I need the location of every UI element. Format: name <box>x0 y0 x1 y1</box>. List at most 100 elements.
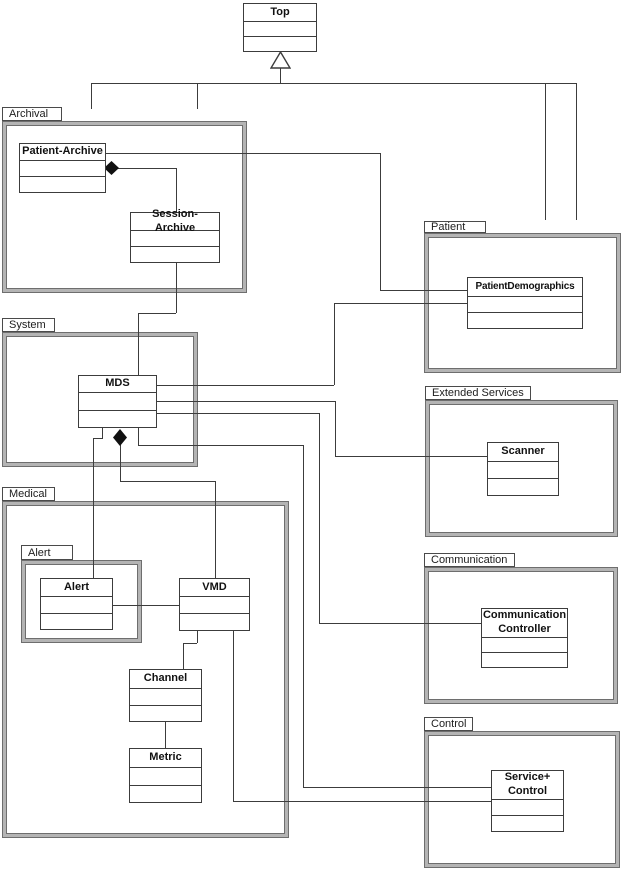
operations-compartment <box>41 614 112 630</box>
connector-vmd-channel-h <box>183 643 197 644</box>
connector-mds-control-h1 <box>138 445 303 446</box>
class-scanner[interactable]: Scanner <box>487 442 559 496</box>
class-name: Alert <box>41 579 112 597</box>
operations-compartment <box>492 816 563 831</box>
attributes-compartment <box>488 462 558 479</box>
package-tab-patient[interactable]: Patient <box>424 221 486 233</box>
attributes-compartment <box>180 597 249 614</box>
attributes-compartment <box>244 22 316 37</box>
operations-compartment <box>482 653 567 667</box>
connector-mds-control-h2 <box>303 787 491 788</box>
connector-mds-control-v2 <box>303 445 304 787</box>
package-label: Communication <box>431 554 508 566</box>
connector-parchive-pdemo-v <box>380 153 381 290</box>
connector-alert-vmd <box>113 605 179 606</box>
connector-parchive-pdemo-h2 <box>380 290 467 291</box>
package-label: Archival <box>9 108 49 120</box>
class-metric[interactable]: Metric <box>129 748 202 803</box>
package-label: Medical <box>9 488 47 500</box>
connector-mds-pdemo-h2 <box>334 303 467 304</box>
connector-mds-vmd-v2 <box>215 481 216 578</box>
class-name: Metric <box>130 749 201 768</box>
operations-compartment <box>79 411 156 428</box>
attributes-compartment <box>482 638 567 653</box>
connector-mds-alert-h <box>93 438 103 439</box>
package-label: System <box>9 319 46 331</box>
package-inner <box>428 571 614 700</box>
connector-mds-alert-v2 <box>93 438 94 578</box>
connector-top-to-archival-1 <box>91 83 92 109</box>
operations-compartment <box>468 313 582 328</box>
class-vmd[interactable]: VMD <box>179 578 250 631</box>
package-tab-communication[interactable]: Communication <box>424 553 515 567</box>
connector-mds-comm-h1 <box>157 413 319 414</box>
operations-compartment <box>131 247 219 262</box>
package-tab-control[interactable]: Control <box>424 717 473 731</box>
class-service-control[interactable]: Service+ Control <box>491 770 564 832</box>
connector-mds-control-v1 <box>138 428 139 445</box>
class-name: Service+ Control <box>492 771 563 800</box>
operations-compartment <box>180 614 249 630</box>
attributes-compartment <box>20 161 105 177</box>
connector-mds-comm-h2 <box>319 623 481 624</box>
class-name: Scanner <box>488 443 558 462</box>
class-name: MDS <box>79 376 156 393</box>
connector-top-to-archival-2 <box>197 83 198 109</box>
class-patient-archive[interactable]: Patient-Archive <box>19 143 106 193</box>
package-tab-medical[interactable]: Medical <box>2 487 55 501</box>
package-body-control <box>424 731 620 868</box>
class-channel[interactable]: Channel <box>129 669 202 722</box>
connector-mds-pdemo-h1 <box>157 385 334 386</box>
class-patient-demographics[interactable]: PatientDemographics <box>467 277 583 329</box>
class-name: Top <box>244 4 316 22</box>
connector-top-to-patient-2 <box>576 83 577 220</box>
composition-diamond-icon <box>113 429 127 446</box>
attributes-compartment <box>130 768 201 786</box>
attributes-compartment <box>468 297 582 313</box>
package-tab-archival[interactable]: Archival <box>2 107 62 121</box>
connector-top-fan <box>91 83 576 84</box>
connector-mds-scanner-h2 <box>335 456 487 457</box>
connector-mds-scanner-v <box>335 401 336 456</box>
connector-top-to-patient-1 <box>545 83 546 220</box>
package-tab-extended-services[interactable]: Extended Services <box>425 386 531 400</box>
connector-vmd-control-v <box>233 631 234 801</box>
class-session-archive[interactable]: Session-Archive <box>130 208 220 263</box>
class-communication-controller[interactable]: Communication Controller <box>481 608 568 668</box>
class-top[interactable]: Top <box>243 3 317 52</box>
class-alert[interactable]: Alert <box>40 578 113 630</box>
connector-top-stem <box>280 68 281 83</box>
inheritance-arrow-icon <box>270 51 291 69</box>
package-label: Control <box>431 718 467 730</box>
connector-mds-vmd-v1 <box>120 445 121 481</box>
operations-compartment <box>488 479 558 495</box>
package-label: Alert <box>28 546 51 559</box>
package-tab-system[interactable]: System <box>2 318 55 332</box>
class-name: VMD <box>180 579 249 597</box>
attributes-compartment <box>41 597 112 614</box>
connector-sarchive-mds-h <box>138 313 176 314</box>
package-label: Patient <box>431 221 466 233</box>
package-tab-alert[interactable]: Alert <box>21 545 73 560</box>
operations-compartment <box>20 177 105 192</box>
class-mds[interactable]: MDS <box>78 375 157 428</box>
connector-mds-alert-v1 <box>102 428 103 438</box>
connector-channel-metric <box>165 722 166 748</box>
connector-vmd-channel-v2 <box>183 643 184 669</box>
connector-parchive-sarchive-v <box>176 168 177 212</box>
connector-mds-comm-v <box>319 413 320 623</box>
connector-parchive-pdemo-h1 <box>106 153 380 154</box>
attributes-compartment <box>492 800 563 816</box>
class-name: Channel <box>130 670 201 689</box>
operations-compartment <box>130 786 201 803</box>
attributes-compartment <box>130 689 201 706</box>
composition-diamond-icon <box>104 161 119 175</box>
connector-sarchive-mds-v1 <box>176 263 177 313</box>
attributes-compartment <box>131 231 219 247</box>
connector-mds-pdemo-v <box>334 303 335 385</box>
connector-mds-vmd-h <box>120 481 215 482</box>
connector-mds-scanner-h1 <box>157 401 335 402</box>
connector-vmd-channel-v1 <box>197 631 198 643</box>
connector-parchive-sarchive-h <box>118 168 176 169</box>
